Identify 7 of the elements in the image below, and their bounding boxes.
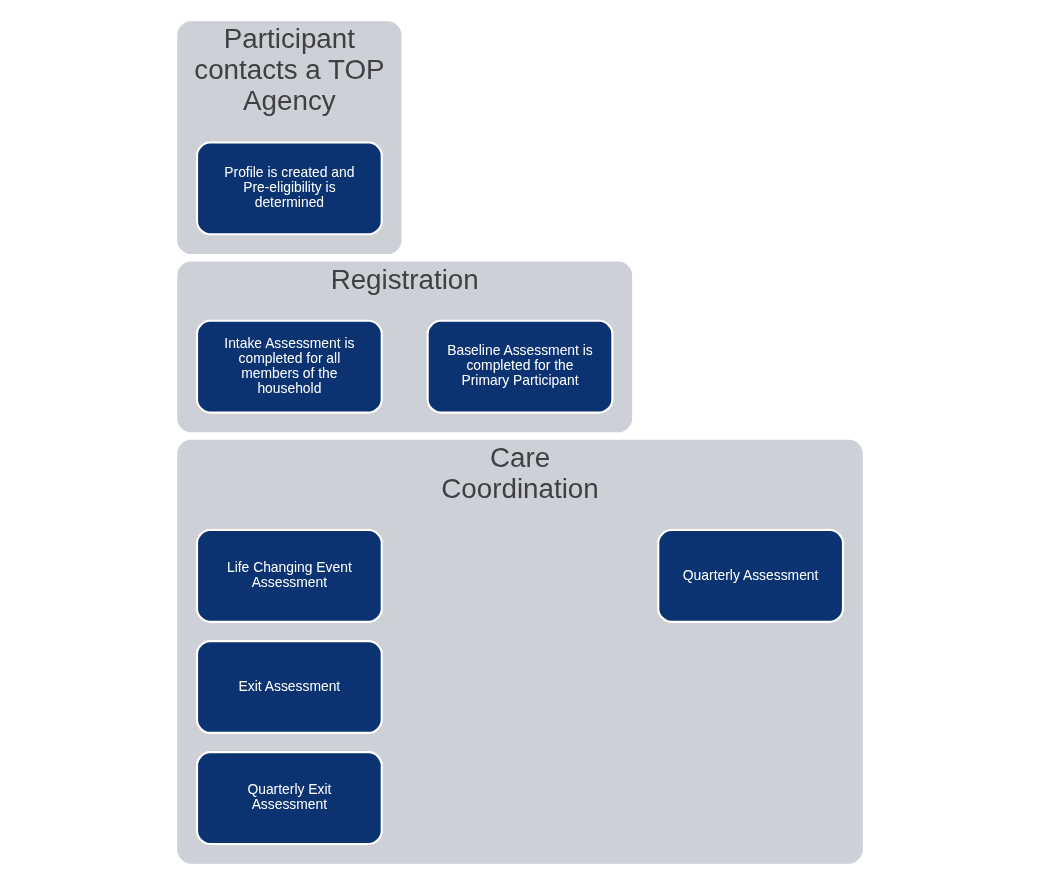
node-box: Intake Assessment is completed for all members of the household (195, 319, 383, 414)
node-box: Life Changing Event Assessment (195, 528, 383, 623)
node-box: Exit Assessment (195, 639, 383, 734)
node-box: Baseline Assessment is completed for the Primary Participant (426, 319, 613, 414)
node-box: Quarterly Assessment (656, 528, 844, 623)
node-box: Profile is created and Pre-eligibility is determined (195, 140, 383, 235)
node-box: Quarterly Exit Assessment (195, 750, 383, 845)
